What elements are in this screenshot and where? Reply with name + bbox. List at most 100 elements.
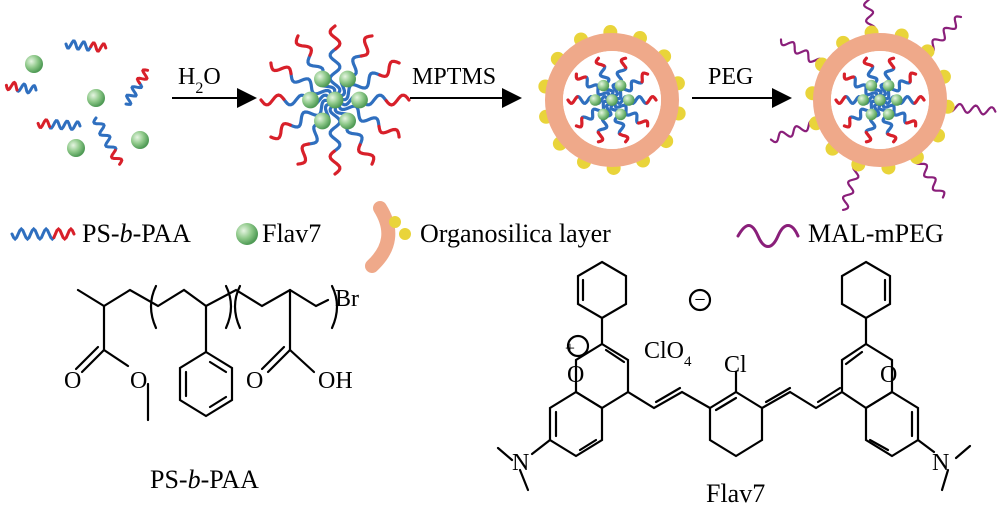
paa-block-segment	[834, 95, 847, 105]
negative-charge-circle	[688, 288, 712, 312]
reaction-step-h2o: H2O	[172, 64, 257, 108]
paa-block-segment	[862, 56, 874, 68]
flav7-bead	[25, 55, 43, 73]
bond	[604, 348, 626, 364]
ps-block-segment	[848, 99, 879, 121]
pegylated-nanoparticle	[769, 0, 997, 211]
paa-block-segment	[377, 124, 401, 139]
ps-block-segment	[124, 81, 144, 106]
ps-block-segment	[328, 102, 342, 153]
flav7-bead	[131, 131, 149, 149]
flav7-bead-icon	[236, 223, 258, 245]
atom-br: Br	[335, 286, 359, 312]
bond	[496, 446, 514, 462]
paa-block-segment	[645, 95, 658, 105]
paa-block-segment	[359, 34, 374, 58]
flav7-bead	[87, 89, 105, 107]
flav7-bead	[882, 108, 895, 121]
paa-block-segment	[596, 130, 605, 144]
flav7-bead	[314, 70, 331, 88]
repeat-bracket	[224, 284, 233, 330]
peg-chain	[926, 15, 963, 54]
bond	[266, 348, 292, 374]
ps-block-segment	[609, 102, 626, 136]
paa-block-segment	[4, 80, 19, 92]
organosilica-shell	[545, 33, 679, 167]
paa-block-segment	[378, 59, 401, 79]
bond	[868, 438, 890, 452]
bond	[578, 438, 598, 452]
legend-label: Organosilica layer	[420, 219, 611, 248]
polymethine-bonds	[626, 390, 712, 410]
paa-block-segment	[574, 116, 584, 129]
flav7-bead	[882, 79, 895, 92]
bond	[654, 386, 682, 404]
peg-chain	[841, 163, 860, 211]
polymethine-bonds	[760, 390, 844, 410]
structure-caption: PS-b-PAA	[150, 465, 259, 494]
atom-n: N	[932, 450, 949, 476]
ps-b-paa-atom-labels: Br O O O OH PS-b-PAA	[64, 286, 359, 494]
paa-block-segment	[384, 93, 411, 107]
bond	[940, 468, 950, 492]
ps-block-segment	[866, 64, 883, 98]
benzo-ring	[548, 390, 604, 458]
bond	[844, 350, 864, 366]
flav7-structure	[496, 260, 972, 492]
flav7-bead	[326, 91, 344, 109]
paa-block-segment	[328, 24, 342, 51]
paa-block-segment	[52, 226, 76, 242]
ps-block-segment	[580, 99, 611, 121]
ps-block-segment	[877, 102, 894, 136]
ps-block-segment	[15, 82, 38, 95]
silane-dot	[389, 216, 401, 228]
bond	[208, 360, 228, 374]
paa-block-segment	[574, 72, 587, 81]
bond	[102, 348, 130, 368]
free-copolymer-mixture	[4, 39, 150, 166]
ps-block-segment	[328, 47, 342, 98]
paa-block-segment	[640, 71, 650, 84]
reagent-label: PEG	[708, 64, 753, 90]
flav7-bead	[351, 91, 368, 109]
legend-item-peg: MAL-mPEG	[736, 219, 944, 248]
ps-block-segment	[613, 79, 644, 101]
ps-block-segment	[288, 98, 334, 129]
legend-label: PS-b-PAA	[82, 219, 191, 248]
paa-block-segment	[842, 72, 855, 81]
structure-caption: Flav7	[706, 479, 765, 508]
legend-label: MAL-mPEG	[808, 219, 944, 248]
bond	[764, 386, 792, 404]
organosilica-shell	[813, 33, 947, 167]
paa-block-segment	[356, 143, 376, 166]
ps-block-segment	[336, 100, 381, 128]
paa-block-segment	[328, 149, 342, 176]
bond	[816, 386, 842, 404]
flav7-bead	[339, 112, 356, 130]
flav7-bead	[891, 94, 903, 106]
paa-block-segment	[259, 93, 286, 107]
ps-block-segment	[92, 116, 118, 152]
atom-o: O	[880, 362, 897, 388]
bond	[714, 396, 738, 412]
bond	[260, 345, 286, 371]
bond	[80, 348, 106, 374]
atom-o: O	[64, 368, 81, 394]
paa-block-segment	[618, 132, 630, 144]
reagent-label: MPTMS	[412, 64, 496, 90]
flav7-bead	[314, 112, 331, 130]
copolymer-chain-icon	[10, 226, 76, 242]
peg-chain	[779, 38, 824, 66]
ps-b-paa-structure	[74, 284, 339, 422]
bond	[74, 345, 100, 371]
peg-chain	[914, 156, 946, 199]
flav7-bead	[874, 94, 886, 106]
paa-block-segment	[908, 71, 918, 84]
flav7-bead	[606, 94, 618, 106]
repeat-bracket	[149, 284, 158, 330]
paa-block-segment	[269, 61, 293, 76]
peg-chain	[863, 0, 877, 34]
positive-charge-circle	[566, 334, 590, 358]
flav7-bead	[614, 79, 627, 92]
legend-item-copolymer: PS-b-PAA	[10, 219, 191, 248]
